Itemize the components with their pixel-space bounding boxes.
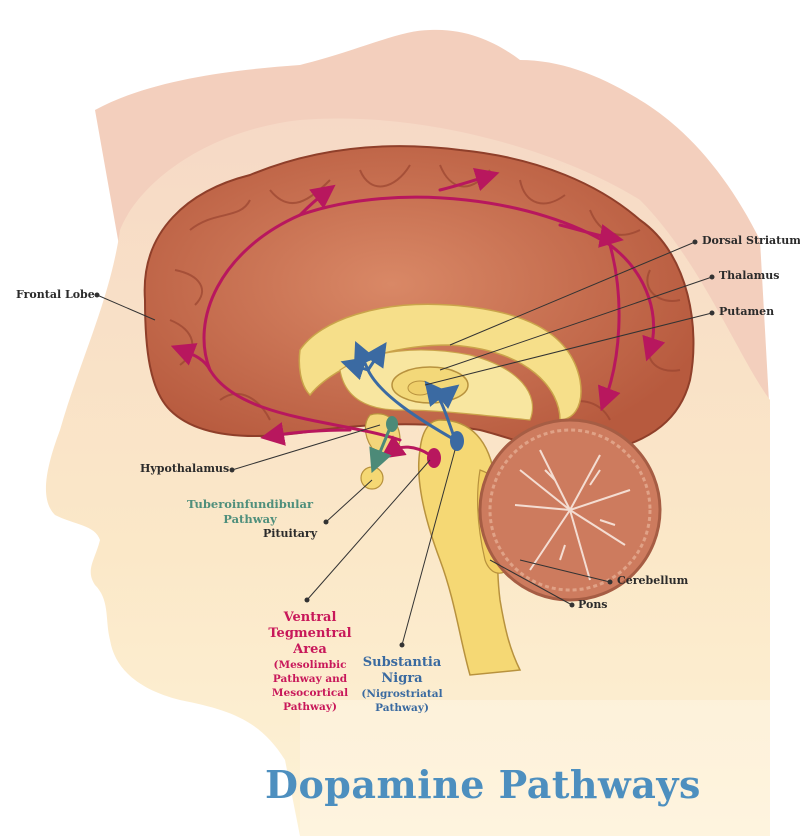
vta-title-line-3: Area [293, 642, 327, 657]
label-hypothalamus: Hypothalamus [140, 462, 230, 475]
sn-sub-line-1: (Nigrostriatal [361, 688, 443, 700]
label-frontal-lobe: Frontal Lobe [16, 288, 95, 301]
sn-sub-line-2: Pathway) [375, 702, 429, 714]
label-vta: Ventral Tegmentral Area (Mesolimbic Path… [255, 610, 365, 714]
vta-node [427, 448, 441, 468]
diagram-title: Dopamine Pathways [265, 762, 701, 807]
tuberoinfundibular-line-1: Tuberoinfundibular [186, 497, 314, 511]
label-pons: Pons [578, 598, 608, 611]
tuberoinfundibular-line-2: Pathway [223, 512, 277, 526]
vta-sub-line-4: Pathway) [283, 701, 337, 713]
tuberoinfundibular-node [386, 416, 398, 432]
sn-title-line-1: Substantia [362, 655, 442, 670]
cerebellum-shape [478, 418, 662, 602]
vta-sub-line-2: Pathway and [272, 673, 348, 685]
label-thalamus: Thalamus [719, 269, 780, 282]
leader-dots [94, 239, 715, 648]
label-tuberoinfundibular: Tuberoinfundibular Pathway [180, 497, 320, 527]
substantia-nigra-node [450, 431, 464, 451]
sn-title-line-2: Nigra [381, 671, 423, 686]
putamen-shape [407, 380, 433, 396]
label-substantia-nigra: Substantia Nigra (Nigrostriatal Pathway) [352, 655, 452, 715]
pituitary-shape [360, 466, 384, 490]
label-cerebellum: Cerebellum [617, 574, 689, 587]
label-dorsal-striatum: Dorsal Striatum [702, 234, 800, 247]
mesolimbic-pathway [170, 168, 666, 459]
label-putamen: Putamen [719, 305, 775, 318]
label-pituitary: Pituitary [263, 527, 318, 540]
tuberoinfundibular-pathway [369, 426, 392, 474]
vta-title-line-2: Tegmentral [268, 626, 352, 641]
vta-title-line-1: Ventral [283, 610, 337, 625]
vta-sub-line-3: Mesocortical [271, 687, 349, 699]
vta-sub-line-1: (Mesolimbic [273, 659, 347, 671]
leader-lines [96, 241, 713, 646]
